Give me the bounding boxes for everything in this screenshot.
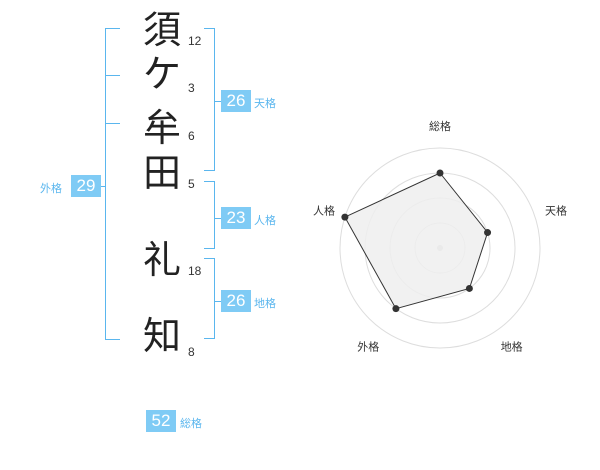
gaikaku-bracket-tick-4 [105, 339, 120, 340]
radar-grid-ring [339, 147, 541, 349]
jinkaku-bracket-top [204, 181, 215, 182]
chikaku-connector [214, 301, 221, 302]
name-char-6: 知 [142, 314, 181, 358]
jinkaku-value: 23 [221, 207, 251, 229]
tenkaku-label: 天格 [254, 97, 276, 110]
tenkaku-bracket-bottom [204, 170, 215, 171]
radar-point-4 [392, 305, 400, 313]
soukaku-value: 52 [146, 410, 176, 432]
radar-point-5 [341, 213, 349, 221]
radar-point-1 [436, 169, 444, 177]
gaikaku-label: 外格 [40, 182, 62, 195]
gaikaku-bracket-vertical [105, 28, 106, 339]
chikaku-value: 26 [221, 290, 251, 312]
tenkaku-connector [214, 101, 221, 102]
tenkaku-bracket-vertical [214, 28, 215, 171]
name-char-2: ケ [142, 52, 181, 96]
radar-polygon [344, 172, 489, 310]
name-char-1: 須 [142, 8, 181, 52]
name-char-5: 礼 [142, 238, 181, 282]
gaikaku-value: 29 [71, 175, 101, 197]
name-char-4: 田 [142, 151, 181, 195]
gaikaku-connector [99, 186, 105, 187]
chikaku-bracket-top [204, 258, 215, 259]
tenkaku-value: 26 [221, 90, 251, 112]
radar-axis-label-1: 総格 [429, 119, 451, 133]
gaikaku-bracket-tick-2 [105, 75, 120, 76]
radar-axis-label-4: 外格 [357, 340, 379, 354]
radar-axis-label-5: 人格 [313, 203, 335, 217]
stroke-count-2: 3 [188, 81, 195, 95]
jinkaku-bracket-bottom [204, 248, 215, 249]
stroke-count-5: 18 [188, 264, 202, 278]
radar-point-3 [465, 284, 473, 292]
radar-point-2 [484, 229, 492, 237]
tenkaku-bracket-top [204, 28, 215, 29]
gaikaku-bracket-tick-3 [105, 123, 120, 124]
radar-axis-label-2: 天格 [545, 203, 567, 217]
stroke-count-4: 5 [188, 177, 195, 191]
jinkaku-label: 人格 [254, 214, 276, 227]
stroke-count-1: 12 [188, 34, 202, 48]
soukaku-label: 総格 [180, 417, 202, 430]
name-char-3: 牟 [142, 106, 181, 150]
chikaku-bracket-vertical [214, 258, 215, 339]
stroke-count-3: 6 [188, 129, 195, 143]
radar-axis-label-3: 地格 [501, 340, 523, 354]
gaikaku-bracket-tick-1 [105, 28, 120, 29]
chikaku-bracket-bottom [204, 338, 215, 339]
chikaku-label: 地格 [254, 297, 276, 310]
radar-shape [341, 169, 492, 313]
jinkaku-bracket-vertical [214, 181, 215, 249]
jinkaku-connector [214, 218, 221, 219]
stroke-count-6: 8 [188, 345, 195, 359]
